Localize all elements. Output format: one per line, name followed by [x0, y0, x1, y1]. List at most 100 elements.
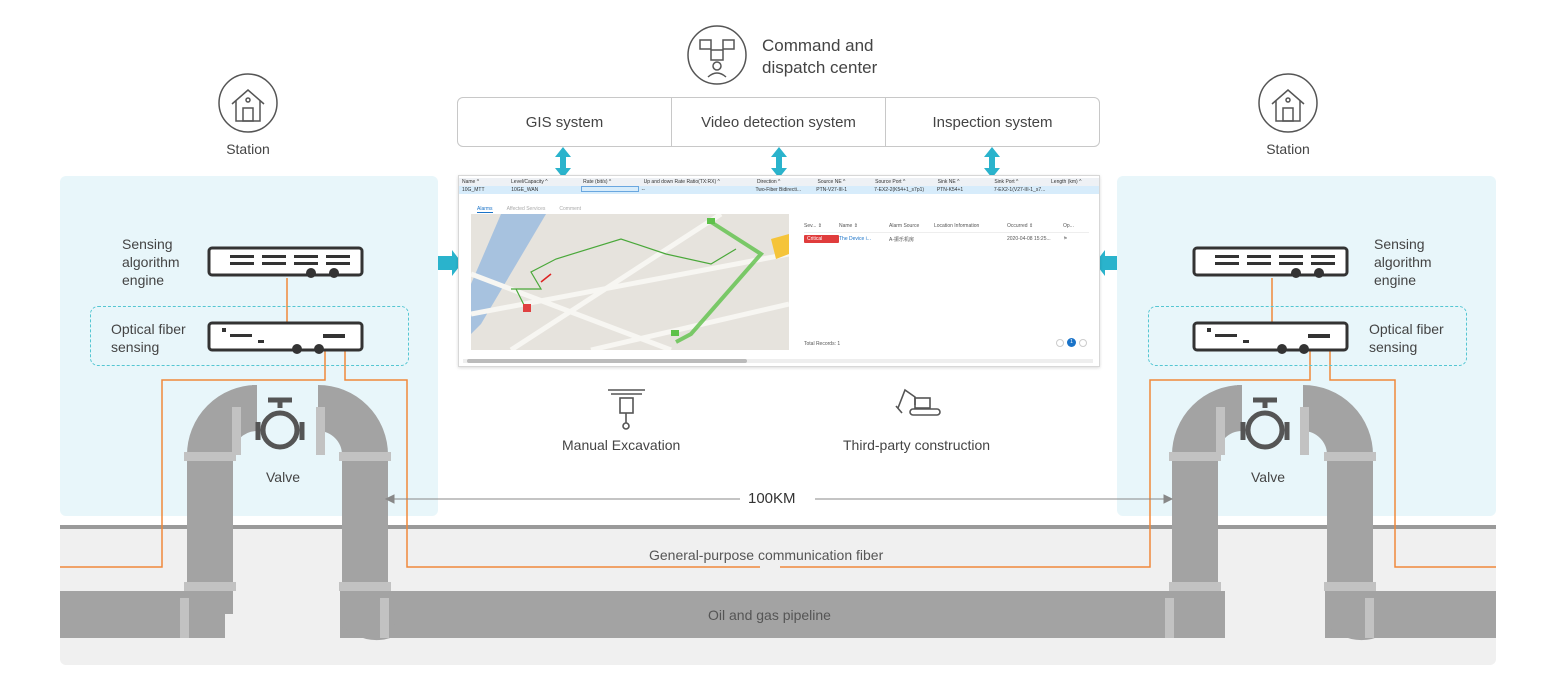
cell-sink-ne: PTN-K54+1: [936, 187, 964, 193]
alarm-row[interactable]: Critical The Device i... A-振乐机房 2020-04-…: [804, 233, 1089, 245]
left-engine-label: Sensing algorithm engine: [122, 235, 180, 289]
right-valve-label: Valve: [1251, 469, 1285, 485]
table-row[interactable]: 10G_MTT 10GE_WAN -- Two-Fiber Bidirecti.…: [459, 186, 1099, 194]
col-length[interactable]: Length (km) ^: [1051, 179, 1082, 185]
nms-screenshot: Name ^ Level/Capacity ^ Rate (bit/s) ^ U…: [458, 175, 1100, 367]
right-sensing-engine-device: [1192, 246, 1349, 278]
command-center-title-line1: Command and: [762, 36, 874, 55]
systems-bar: GIS system Video detection system Inspec…: [457, 97, 1100, 147]
detail-tabs: Alarms Affected Services Comment: [477, 206, 581, 213]
severity-cell: Critical: [804, 235, 839, 243]
distance-label: 100KM: [748, 490, 796, 507]
manual-excavation-icon: [608, 389, 645, 430]
ground-line: [60, 525, 1496, 529]
alarm-col-source[interactable]: Alarm Source: [889, 223, 920, 229]
left-station-icon: [218, 73, 278, 133]
left-pipe-loop: [187, 385, 400, 641]
alarm-occurred-cell: 2020-04-08 15:25...: [1007, 236, 1051, 242]
left-valve-label: Valve: [266, 469, 300, 485]
fiber-label: General-purpose communication fiber: [649, 547, 884, 563]
right-sensing-label-line1: Optical fiber: [1369, 321, 1444, 337]
alarm-col-name[interactable]: Name ⇕: [839, 223, 858, 229]
col-sink-ne[interactable]: Sink NE ^: [937, 179, 960, 185]
cell-source-ne: PTN-V27-III-1: [816, 187, 848, 193]
right-sensing-label: Optical fiber sensing: [1369, 320, 1444, 356]
col-ratio[interactable]: Up and down Rate Ratio(TX:RX) ^: [643, 179, 720, 185]
critical-badge: Critical: [804, 235, 839, 243]
command-center-icon: [687, 25, 747, 85]
pagination: 1: [1056, 338, 1087, 347]
left-optical-sensing-box: [90, 306, 409, 366]
alarm-source-cell: A-振乐机房: [889, 236, 915, 243]
prev-page-icon[interactable]: [1056, 338, 1064, 347]
scroll-thumb[interactable]: [467, 359, 747, 363]
left-optical-sensing-device: [207, 321, 364, 354]
right-engine-label-line2: algorithm: [1374, 254, 1432, 270]
horizontal-scrollbar[interactable]: [463, 359, 1093, 363]
col-name[interactable]: Name ^: [462, 179, 480, 185]
right-pipe-loop: [1172, 385, 1385, 641]
command-center-title: Command and dispatch center: [762, 35, 877, 79]
total-records: Total Records: 1: [804, 341, 841, 347]
cell-level: 10GE_WAN: [511, 187, 539, 193]
tab-affected-services[interactable]: Affected Services: [506, 206, 546, 212]
tab-alarms[interactable]: Alarms: [477, 206, 493, 213]
right-valve: [1240, 397, 1290, 450]
alarm-header: Sev... ⇕ Name ⇕ Alarm Source Location In…: [804, 220, 1089, 233]
cell-sink-port: 7-EX2-1(V27-III-1_s7...: [993, 187, 1046, 193]
cell-source-port: 7-EX2-2(K54+1_s7p1): [874, 187, 925, 193]
cell-length: [1048, 186, 1099, 194]
left-engine-label-line1: Sensing: [122, 236, 173, 252]
right-engine-label-line1: Sensing: [1374, 236, 1425, 252]
alarm-col-occurred[interactable]: Occurred ⇕: [1007, 223, 1034, 229]
inspection-system-cell[interactable]: Inspection system: [932, 113, 1053, 131]
col-rate[interactable]: Rate (bit/s) ^: [583, 179, 612, 185]
third-party-construction-label: Third-party construction: [843, 437, 991, 453]
pipeline-label: Oil and gas pipeline: [708, 607, 831, 623]
right-engine-label-line3: engine: [1374, 272, 1417, 288]
left-engine-label-line3: engine: [122, 272, 165, 288]
table-header: Name ^ Level/Capacity ^ Rate (bit/s) ^ U…: [459, 178, 1099, 186]
command-center-title-line2: dispatch center: [762, 58, 878, 77]
flag-icon[interactable]: ⚑: [1063, 236, 1068, 242]
gis-system-cell[interactable]: GIS system: [458, 98, 672, 146]
video-detection-system-cell[interactable]: Video detection system: [672, 98, 886, 146]
left-sensing-label: Optical fiber sensing: [111, 320, 186, 356]
right-engine-label: Sensing algorithm engine: [1374, 235, 1432, 289]
left-station-label: Station: [226, 141, 270, 157]
excavator-icon: [895, 388, 941, 416]
alarm-table: Sev... ⇕ Name ⇕ Alarm Source Location In…: [804, 220, 1089, 350]
right-station-icon: [1258, 73, 1318, 133]
cell-ratio: --: [641, 187, 645, 193]
gis-map[interactable]: [470, 211, 790, 353]
cyan-link-arrows: [438, 147, 1117, 276]
communication-fiber: [60, 278, 1496, 568]
left-valve: [255, 397, 305, 450]
col-direction[interactable]: Direction ^: [756, 179, 781, 185]
cell-name: 10G_MTT: [462, 187, 485, 193]
alarm-col-location[interactable]: Location Information: [934, 223, 980, 229]
right-optical-sensing-device: [1192, 321, 1349, 354]
tab-comment[interactable]: Comment: [559, 206, 582, 212]
next-page-icon[interactable]: [1079, 338, 1087, 347]
distance-arrow: [384, 494, 1174, 504]
cell-rate: [580, 186, 639, 192]
col-source-ne[interactable]: Source NE ^: [817, 179, 846, 185]
cell-direction: Two-Fiber Bidirecti...: [755, 187, 802, 193]
alarm-col-op[interactable]: Op...: [1063, 223, 1074, 229]
col-level[interactable]: Level/Capacity ^: [511, 179, 548, 185]
right-optical-sensing-box: [1148, 306, 1467, 366]
right-station-label: Station: [1266, 141, 1310, 157]
col-sink-port[interactable]: Sink Port ^: [994, 179, 1019, 185]
left-sensing-label-line1: Optical fiber: [111, 321, 186, 337]
current-page[interactable]: 1: [1067, 338, 1076, 347]
left-sensing-engine-device: [207, 246, 364, 278]
left-engine-label-line2: algorithm: [122, 254, 180, 270]
gis-map-drawing: [470, 211, 790, 353]
alarm-name-cell[interactable]: The Device i...: [839, 236, 871, 242]
right-sensing-label-line2: sensing: [1369, 339, 1418, 355]
left-sensing-label-line2: sensing: [111, 339, 160, 355]
col-source-port[interactable]: Source Port ^: [875, 179, 906, 185]
alarm-col-severity[interactable]: Sev... ⇕: [804, 223, 822, 229]
